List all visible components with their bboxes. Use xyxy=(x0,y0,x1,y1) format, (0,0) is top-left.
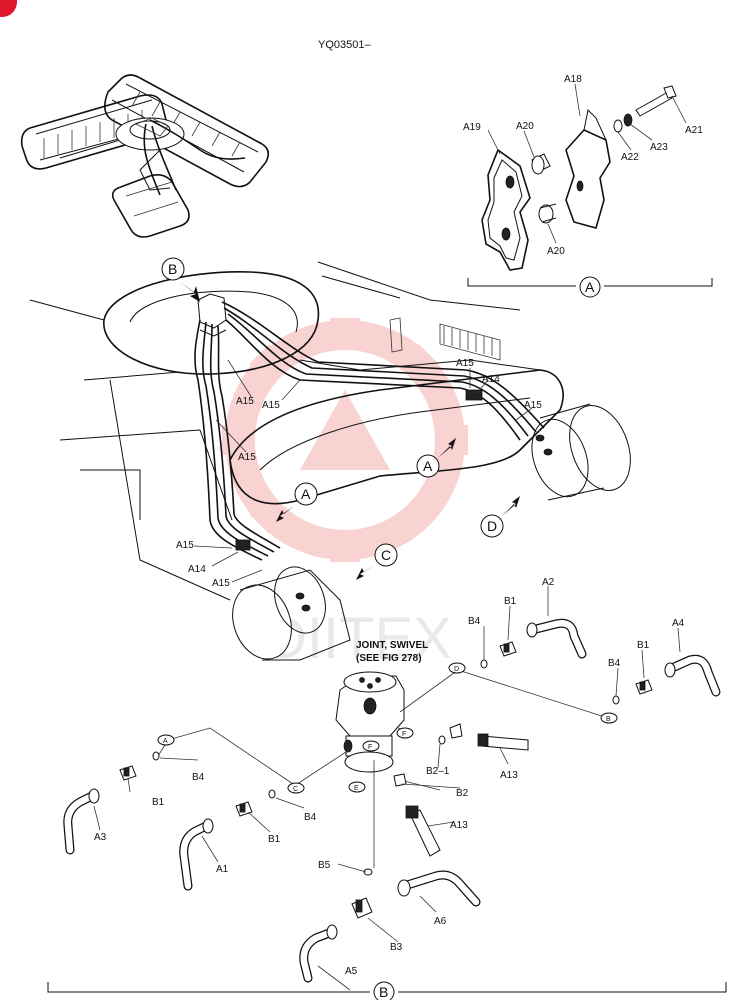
callout-b4-b: B4 xyxy=(608,658,621,669)
lower-leaders xyxy=(93,586,681,991)
view-label-b-bottom: B xyxy=(379,984,388,1000)
callout-a23: A23 xyxy=(650,142,668,153)
undercarriage-inset xyxy=(20,74,270,238)
callout-a20-bottom: A20 xyxy=(547,246,565,257)
view-indicators xyxy=(161,257,520,580)
callout-a5: A5 xyxy=(345,966,358,977)
view-letter-a-main-left: A xyxy=(301,486,311,502)
callout-b2: B2 xyxy=(456,788,469,799)
callout-a18: A18 xyxy=(564,74,582,85)
hose-a1 xyxy=(179,818,214,891)
callout-a22: A22 xyxy=(621,152,639,163)
callout-a15-2: A15 xyxy=(262,400,280,411)
view-letter-a-main: A xyxy=(423,458,433,474)
hose-a5 xyxy=(299,924,338,983)
callout-a3: A3 xyxy=(94,832,107,843)
callout-a13-lower: A13 xyxy=(450,820,468,831)
hose-a3 xyxy=(63,788,100,855)
callout-a15-7: A15 xyxy=(212,578,230,589)
marker-e: E xyxy=(354,785,359,792)
marker-d: D xyxy=(454,666,459,673)
bracket-inset xyxy=(467,83,713,298)
callout-a20-top: A20 xyxy=(516,121,534,132)
tube-a13-lower xyxy=(405,805,441,857)
callout-a15-4: A15 xyxy=(456,358,474,369)
marker-f-right: F xyxy=(402,731,406,738)
hose-a2 xyxy=(526,618,587,659)
callout-a21: A21 xyxy=(685,125,703,136)
callout-a14-left: A14 xyxy=(188,564,206,575)
watermark-logo xyxy=(222,318,468,562)
view-letter-b-main: B xyxy=(168,261,177,277)
callout-a15-6: A15 xyxy=(176,540,194,551)
callout-a15-5: A15 xyxy=(524,400,542,411)
view-label-a-inset: A xyxy=(585,279,595,295)
callout-b4-d: B4 xyxy=(304,812,317,823)
hose-a4 xyxy=(664,654,721,697)
callout-b2-1: B2–1 xyxy=(426,766,450,777)
callout-a14-right: A14 xyxy=(482,374,500,385)
swivel-note-line1: JOINT, SWIVEL xyxy=(356,640,428,651)
marker-a: A xyxy=(163,738,168,745)
callout-a15-1: A15 xyxy=(236,396,254,407)
line-letter-markers xyxy=(157,662,618,794)
callout-a4: A4 xyxy=(672,618,685,629)
view-letter-c-main: C xyxy=(381,547,391,563)
view-b-frame xyxy=(47,982,727,993)
callout-a1: A1 xyxy=(216,864,229,875)
fittings xyxy=(119,641,653,919)
swivel-note-line2: (SEE FIG 278) xyxy=(356,653,422,664)
callout-a19: A19 xyxy=(463,122,481,133)
callout-b1-a: B1 xyxy=(504,596,517,607)
swivel-joint xyxy=(335,671,405,773)
marker-f-left: F xyxy=(368,744,372,751)
view-letter-d-main: D xyxy=(487,518,497,534)
callout-b5: B5 xyxy=(318,860,331,871)
callout-a2: A2 xyxy=(542,577,555,588)
corner-badge xyxy=(0,0,17,17)
marker-c: C xyxy=(293,786,298,793)
callout-b1-b: B1 xyxy=(637,640,650,651)
tube-a13-upper xyxy=(477,733,529,751)
document-id: YQ03501– xyxy=(318,39,371,51)
callout-b4-c: B4 xyxy=(192,772,205,783)
view-b-circle xyxy=(373,981,395,1000)
hose-a6 xyxy=(397,870,481,907)
callout-a13-upper: A13 xyxy=(500,770,518,781)
callout-b4-a: B4 xyxy=(468,616,481,627)
callout-b3: B3 xyxy=(390,942,403,953)
callout-a15-3: A15 xyxy=(238,452,256,463)
callout-b1-d: B1 xyxy=(268,834,281,845)
main-assembly-view xyxy=(29,261,631,661)
callout-b1-c: B1 xyxy=(152,797,165,808)
callout-a6: A6 xyxy=(434,916,447,927)
marker-b: B xyxy=(606,716,611,723)
